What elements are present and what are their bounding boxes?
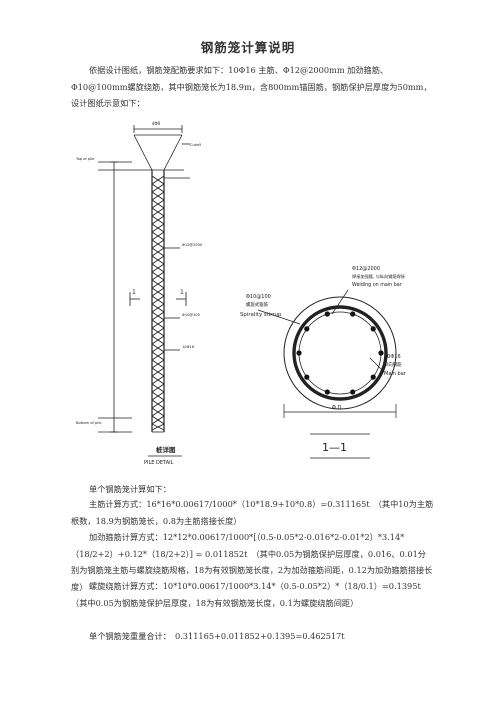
spiral-spec: Φ10@100	[246, 294, 271, 300]
bottom-of-pile-label: Bottom of pile	[76, 421, 102, 425]
drawing-svg: Top of pile Cutoff Bottom of pile 4Φ0 Φ1…	[75, 121, 407, 466]
welding-spec: Φ12@2000	[352, 266, 380, 272]
design-drawing: Top of pile Cutoff Bottom of pile 4Φ0 Φ1…	[70, 118, 434, 476]
cutoff-label: Cutoff	[190, 143, 201, 147]
welding-spec-left: Φ12@2000	[182, 243, 203, 247]
pile-detail-cn: 桩详图	[156, 445, 176, 454]
spiral-cn: 螺旋式箍筋	[246, 301, 269, 308]
main-en: Main bar	[384, 371, 407, 377]
section-mark-left: 1	[132, 289, 136, 296]
spiral-calc: 螺旋绕筋计算方式：10*10*0.00617/1000*3.14*（0.5-0.…	[71, 581, 429, 608]
calc-intro: 单个钢筋笼计算如下：	[89, 484, 171, 494]
main-bar-calc: 主筋计算方式：16*16*0.00617/1000*（10*18.9+10*0.…	[71, 499, 434, 526]
document-title: 钢筋笼计算说明	[200, 40, 296, 55]
top-of-pile-label: Top of pile	[75, 157, 95, 161]
welding-cn: 焊接加强箍, 与纵向钢筋焊接	[352, 273, 406, 280]
main-spec: 10Φ16	[384, 354, 401, 360]
top-dimension: 4Φ0	[152, 121, 161, 126]
section-label: 1—1	[322, 441, 347, 454]
spiral-spec-left: Φ10@100	[182, 313, 201, 317]
section-mark-right: 1	[180, 289, 184, 296]
pile-detail-en: PILE DETAIL	[144, 460, 174, 466]
main-cn: 纵向钢筋	[384, 361, 402, 368]
total-weight: 单个钢筋笼重量合计： 0.311165+0.011852+0.1395=0.46…	[89, 631, 345, 641]
spiral-en: Spirality stirrup	[240, 312, 282, 318]
main-spec-left: 10Φ16	[182, 345, 195, 349]
welding-en: Welding on main bar	[352, 282, 402, 288]
diameter-dimension: Φ D	[332, 405, 342, 411]
intro-paragraph: 依据设计图纸，钢筋笼配筋要求如下：10Φ16 主筋、Φ12@2000mm 加劲箍…	[71, 65, 432, 109]
stiffener-calc: 加劲箍筋计算方式：12*12*0.00617/1000*[（0.5-0.05*2…	[71, 532, 433, 592]
